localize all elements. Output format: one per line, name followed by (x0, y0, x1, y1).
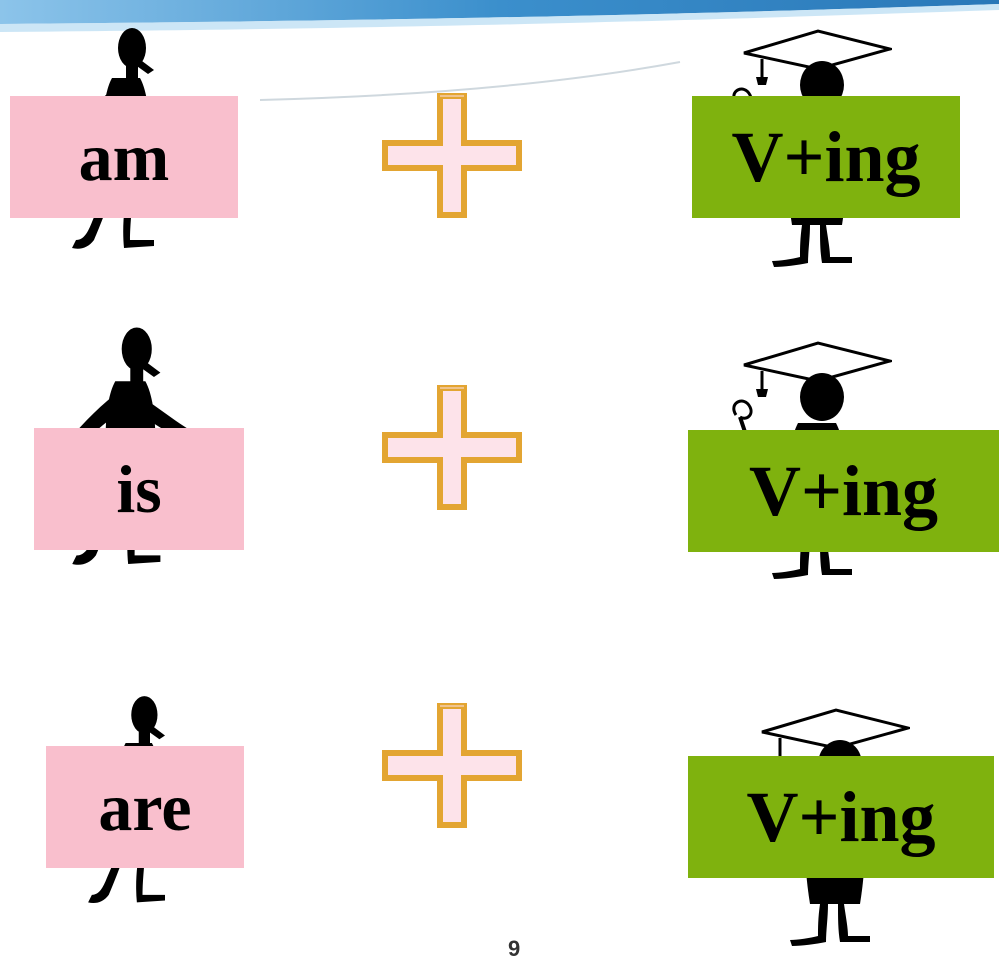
ving-box: V+ing (688, 756, 994, 878)
header-banner (0, 0, 999, 101)
verb-label: is (116, 450, 162, 527)
ving-label: V+ing (746, 776, 936, 857)
ving-label: V+ing (731, 116, 921, 197)
ving-box: V+ing (688, 430, 999, 552)
plus-icon (382, 385, 522, 510)
verb-label: am (78, 118, 170, 195)
ving-box: V+ing (692, 96, 960, 218)
plus-icon (382, 703, 522, 828)
ving-label: V+ing (748, 450, 939, 531)
page-number: 9 (508, 936, 521, 961)
verb-box-is: is (34, 428, 244, 550)
plus-icon (382, 93, 522, 218)
verb-box-are: are (46, 746, 244, 868)
verb-label: are (98, 768, 192, 845)
verb-box-am: am (10, 96, 238, 218)
